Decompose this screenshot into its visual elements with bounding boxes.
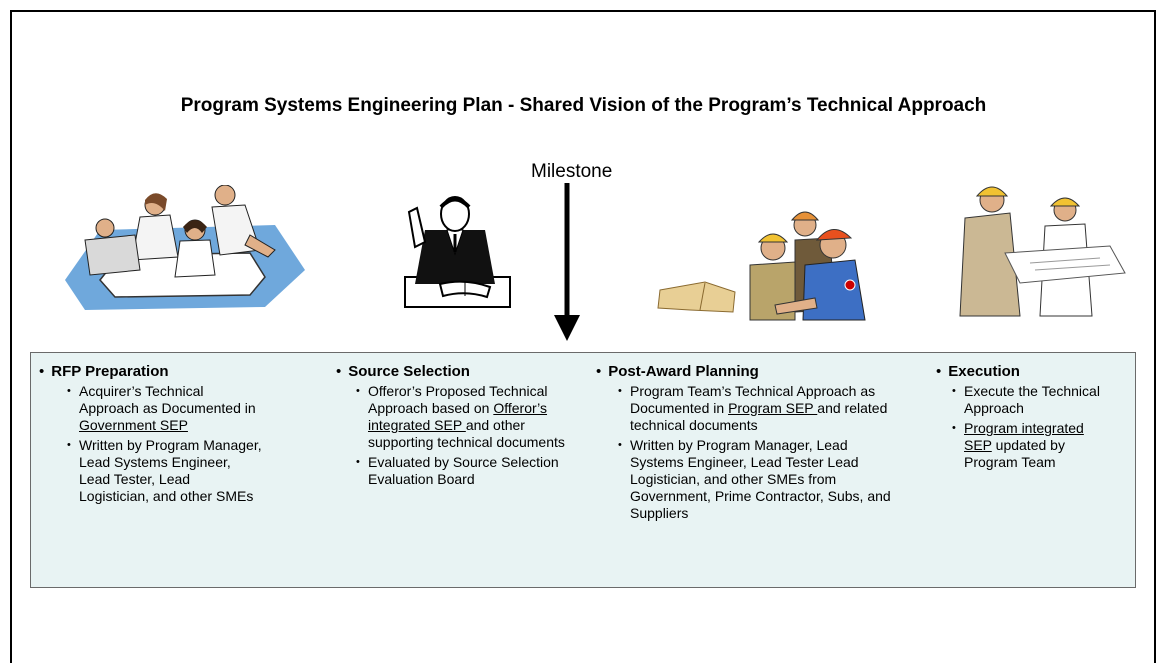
phase-bullets: Acquirer’s Technical Approach as Documen…	[67, 383, 262, 505]
phase-post-award-planning: Post-Award Planning Program Team’s Techn…	[596, 363, 926, 525]
bullet-item: Acquirer’s Technical Approach as Documen…	[67, 383, 262, 434]
phase-execution: Execution Execute the Technical Approach…	[936, 363, 1131, 474]
bullet-item: Offeror’s Proposed Technical Approach ba…	[356, 383, 566, 451]
phase-heading: Execution	[936, 363, 1131, 380]
government-sep-link[interactable]: Government SEP	[79, 417, 188, 433]
phases-panel: RFP Preparation Acquirer’s Technical App…	[30, 352, 1136, 588]
workers-clipart	[657, 211, 866, 321]
page-title: Program Systems Engineering Plan - Share…	[180, 95, 987, 116]
bullet-item: Program Team’s Technical Approach as Doc…	[618, 383, 903, 434]
phase-rfp-preparation: RFP Preparation Acquirer’s Technical App…	[39, 363, 329, 508]
phase-bullets: Execute the Technical Approach Program i…	[952, 383, 1112, 471]
program-sep-link[interactable]: Program SEP	[728, 400, 818, 416]
bullet-item: Execute the Technical Approach	[952, 383, 1112, 417]
reviewer-clipart	[404, 196, 511, 308]
bullet-item: Program integrated SEP updated by Progra…	[952, 420, 1112, 471]
team-planning-clipart	[65, 185, 305, 310]
slide-frame	[10, 10, 1156, 663]
offeror-integrated-sep-link[interactable]: Offeror’s integrated SEP	[368, 400, 548, 433]
phase-bullets: Offeror’s Proposed Technical Approach ba…	[356, 383, 566, 488]
engineers-clipart	[959, 186, 1126, 317]
phase-bullets: Program Team’s Technical Approach as Doc…	[618, 383, 903, 522]
phase-heading: Post-Award Planning	[596, 363, 926, 380]
bullet-item: Written by Program Manager, Lead Systems…	[67, 437, 262, 505]
program-integrated-sep-link[interactable]: Program integrated SEP	[964, 420, 1084, 453]
milestone-arrow	[554, 183, 580, 341]
phase-heading: RFP Preparation	[39, 363, 329, 380]
bullet-item: Evaluated by Source Selection Evaluation…	[356, 454, 566, 488]
milestone-label: Milestone	[531, 161, 613, 182]
bullet-item: Written by Program Manager, Lead Systems…	[618, 437, 903, 522]
phase-heading: Source Selection	[336, 363, 581, 380]
phase-source-selection: Source Selection Offeror’s Proposed Tech…	[336, 363, 581, 491]
